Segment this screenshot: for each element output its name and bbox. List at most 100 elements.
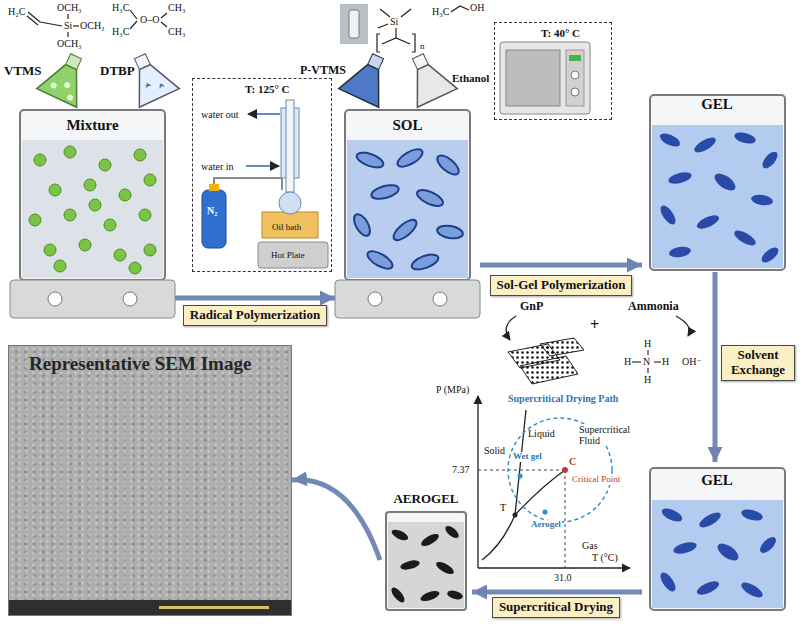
phase-diagram xyxy=(477,396,478,568)
formula-text: n xyxy=(420,42,425,52)
step-label: Solvent Exchange xyxy=(721,345,795,381)
gel-beaker xyxy=(750,193,773,207)
hot-plate xyxy=(123,292,137,306)
chemical-name: VTMS xyxy=(4,64,42,78)
sol-beaker xyxy=(351,212,373,239)
vial-photo xyxy=(349,10,359,38)
process-arrow xyxy=(713,272,718,462)
chemical-name: Ammonia xyxy=(628,300,679,313)
mixture-beaker xyxy=(144,244,156,256)
axis-label: T (°C) xyxy=(592,552,618,563)
formula-text: OH⁻ xyxy=(682,356,702,367)
aerogel-beaker xyxy=(446,589,464,601)
hot-plate xyxy=(335,280,480,318)
reactor-apparatus xyxy=(202,190,226,248)
sol-beaker xyxy=(345,110,470,280)
vtms-structure xyxy=(27,16,38,25)
additive-arrows xyxy=(506,316,516,340)
formula-text: H₂C xyxy=(8,6,25,17)
gel-beaker xyxy=(652,500,783,608)
reactor-apparatus xyxy=(262,212,318,238)
vtms-structure xyxy=(73,25,79,26)
dtbp-structure xyxy=(130,10,137,19)
gel-beaker xyxy=(652,125,783,268)
aerogel-beaker xyxy=(389,586,407,605)
hot-plate xyxy=(10,280,175,318)
formula-text: H₃C xyxy=(112,26,129,37)
vial-photo xyxy=(340,4,368,44)
mixture-beaker xyxy=(20,110,165,280)
gel-beaker xyxy=(650,468,785,610)
formula-text: H xyxy=(644,374,651,385)
mixture-beaker xyxy=(29,214,41,226)
formula-text: OH xyxy=(470,2,484,13)
aerogel-beaker xyxy=(399,559,420,572)
sol-beaker xyxy=(351,146,464,273)
dtbp-flask xyxy=(144,82,152,89)
oven xyxy=(500,42,590,114)
hot-plate xyxy=(335,280,480,318)
formula-text: H₃C xyxy=(112,2,129,13)
process-arrow xyxy=(472,590,642,595)
sol-beaker xyxy=(434,152,462,178)
pvtms-flask xyxy=(339,47,398,107)
formula-text: N xyxy=(643,356,650,367)
vtms-structure xyxy=(27,12,79,37)
gel-beaker xyxy=(650,95,785,270)
gel-beaker xyxy=(668,245,691,259)
chemical-name: GnP xyxy=(520,300,543,313)
vtms-flask xyxy=(66,94,74,102)
mixture-beaker xyxy=(89,199,101,211)
polymer-structure xyxy=(382,38,410,44)
gel-beaker: GEL xyxy=(642,88,792,272)
phase-diagram xyxy=(565,470,566,568)
polymer-structure xyxy=(395,28,396,38)
gel-beaker xyxy=(692,135,718,156)
ammonium-bonds xyxy=(632,350,661,373)
formula-text: OCH₃ xyxy=(57,2,82,13)
additive-arrows xyxy=(506,316,689,340)
scale-bar xyxy=(159,606,269,609)
beaker-label: Mixture xyxy=(10,117,175,134)
mixture-beaker xyxy=(139,209,151,221)
ammonium-bonds xyxy=(647,350,648,355)
region-label: Gas xyxy=(582,540,598,551)
mixture-beaker xyxy=(144,174,156,186)
dtbp-structure xyxy=(130,21,137,29)
gel-beaker xyxy=(712,170,739,194)
formula-text: CH₃ xyxy=(168,26,185,37)
mixture-beaker xyxy=(114,249,126,261)
dtbp-structure xyxy=(130,10,167,29)
gel-beaker: GEL xyxy=(642,462,792,612)
phase-diagram xyxy=(543,510,548,515)
reactor-apparatus xyxy=(246,165,279,167)
reactor-apparatus xyxy=(248,113,280,115)
aerogel-beaker xyxy=(443,524,460,540)
sol-beaker xyxy=(410,252,440,273)
vial-photo xyxy=(340,4,368,44)
vtms-flask xyxy=(63,81,71,89)
oven xyxy=(571,71,579,79)
sol-beaker xyxy=(395,146,425,170)
point-label: Critical Point xyxy=(571,475,621,485)
gel-beaker xyxy=(715,540,742,564)
mixture-beaker xyxy=(22,140,163,278)
mixture-beaker xyxy=(44,244,56,256)
sol-beaker xyxy=(355,150,385,171)
axis-label: P (MPa) xyxy=(436,384,469,395)
axis-value: 31.0 xyxy=(554,572,572,583)
mixture-beaker xyxy=(64,209,76,221)
sol-beaker xyxy=(370,183,400,202)
gas-label: N₂ xyxy=(207,205,217,216)
phase-diagram xyxy=(478,470,565,471)
phase-diagram xyxy=(482,515,515,560)
gel-beaker xyxy=(658,570,679,594)
sol-beaker xyxy=(365,248,395,272)
sol-beaker: SOL xyxy=(335,105,480,318)
ethanol-structure xyxy=(451,6,469,12)
gel-beaker xyxy=(658,506,779,601)
step-label: Radical Polymerization xyxy=(183,305,327,326)
process-arrow xyxy=(480,263,642,268)
temperature-label: T: 125° C xyxy=(245,83,290,95)
gel-beaker xyxy=(695,212,721,231)
